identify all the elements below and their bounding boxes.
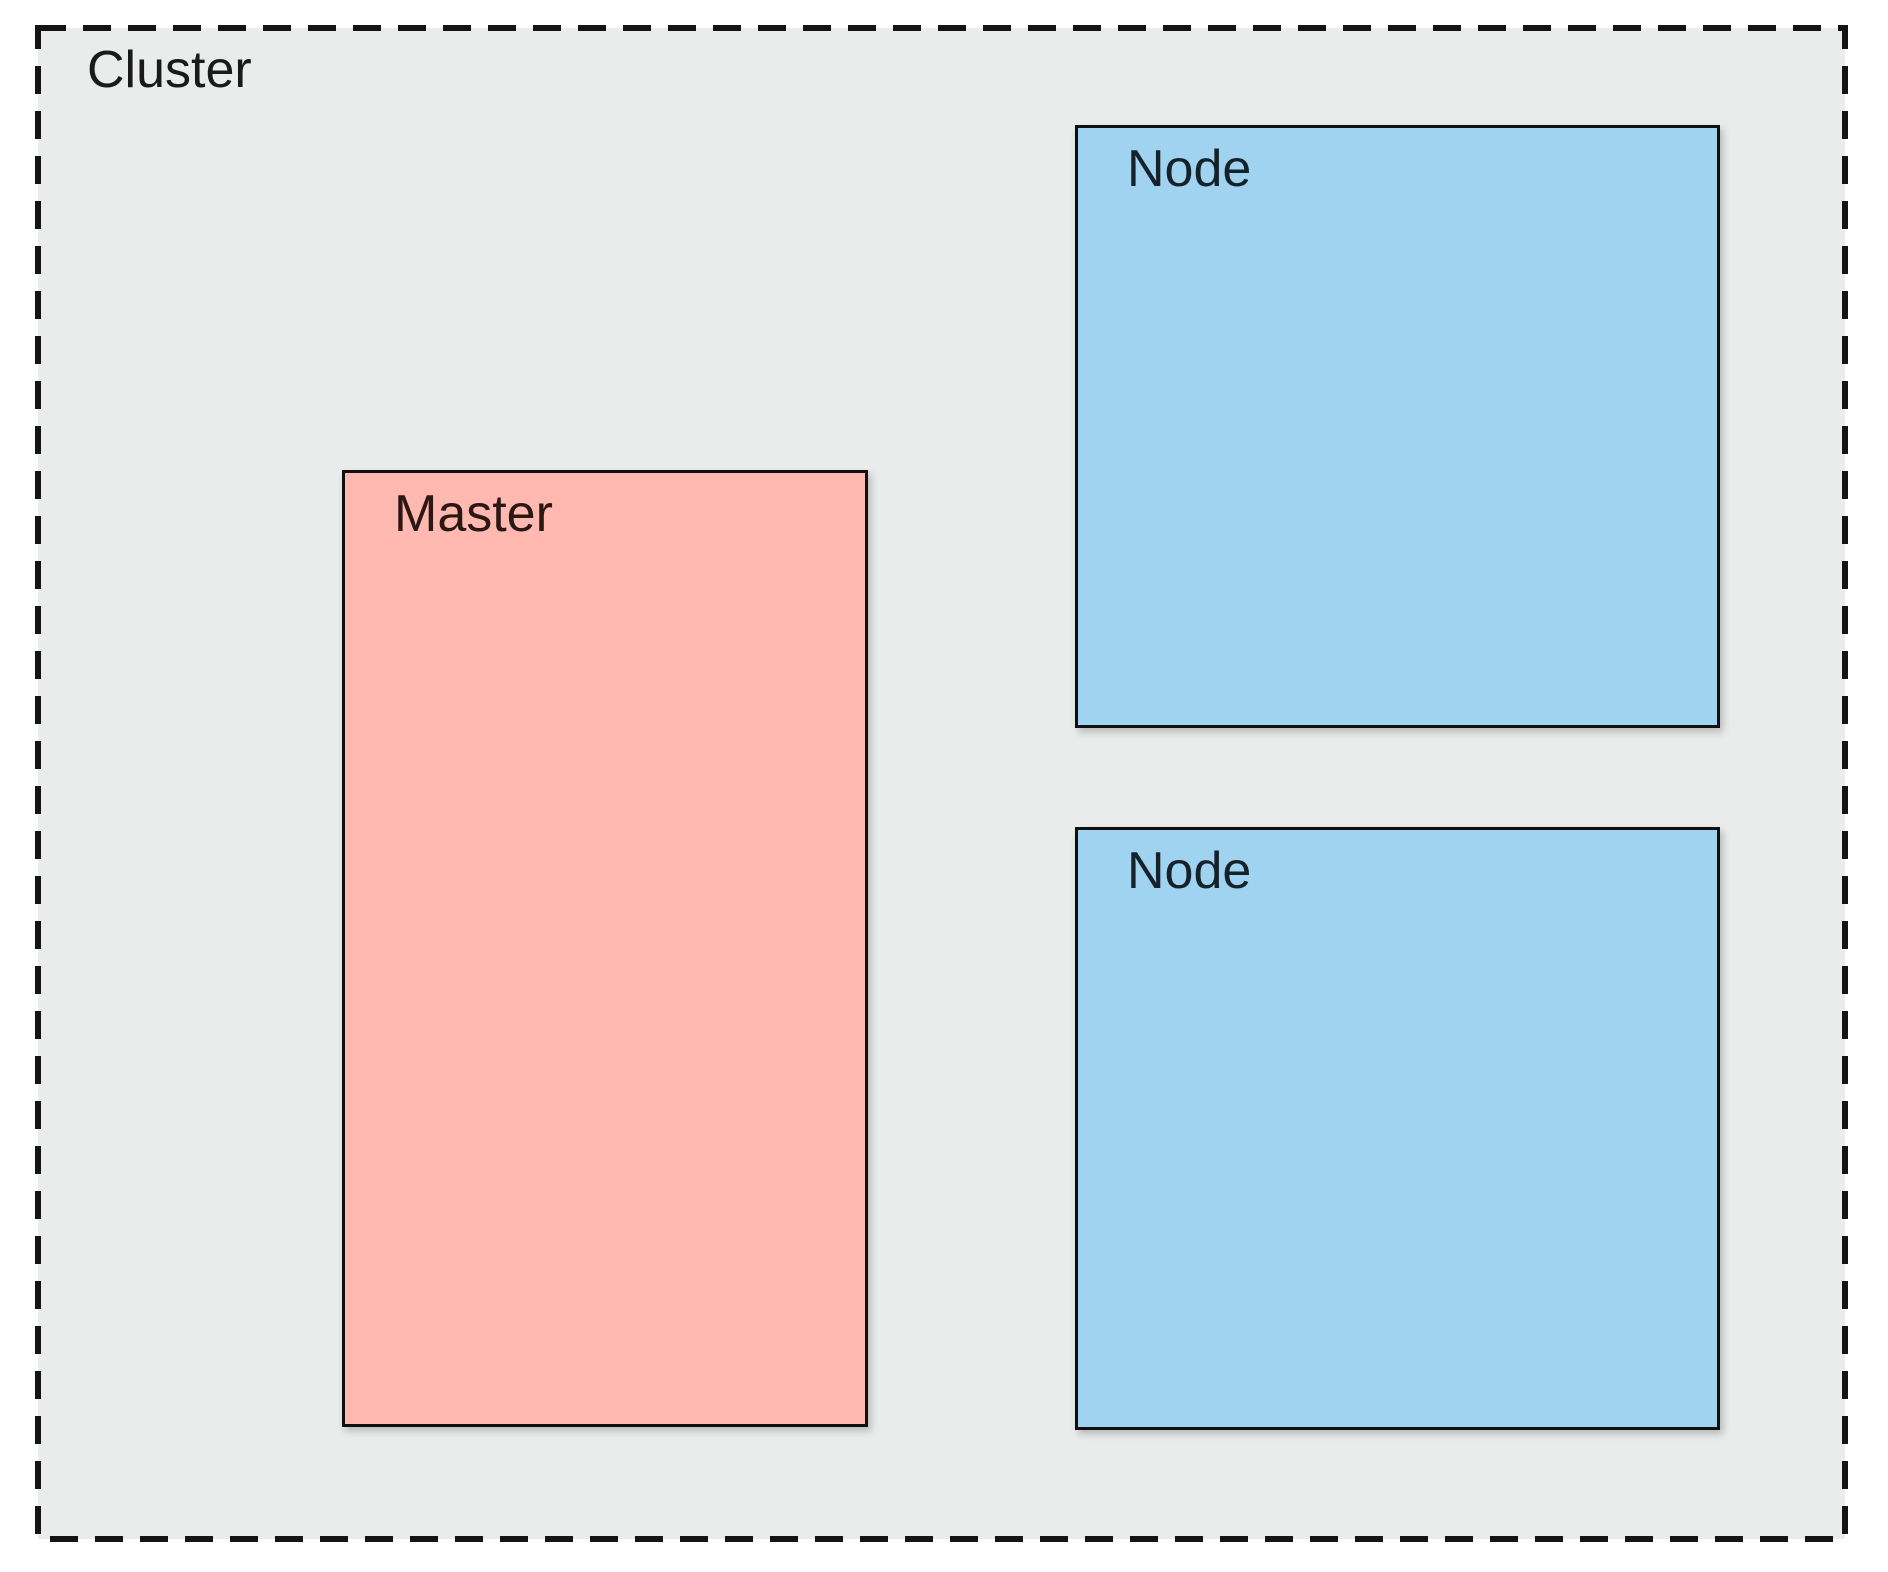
node-label: Node [1127, 842, 1252, 900]
node-box-1: Node [1075, 125, 1720, 728]
node-label: Node [1127, 140, 1252, 198]
cluster-box: Cluster Master Node Node [35, 25, 1848, 1542]
master-box: Master [342, 470, 868, 1427]
cluster-label: Cluster [87, 41, 252, 99]
master-label: Master [394, 485, 553, 543]
node-box-2: Node [1075, 827, 1720, 1430]
